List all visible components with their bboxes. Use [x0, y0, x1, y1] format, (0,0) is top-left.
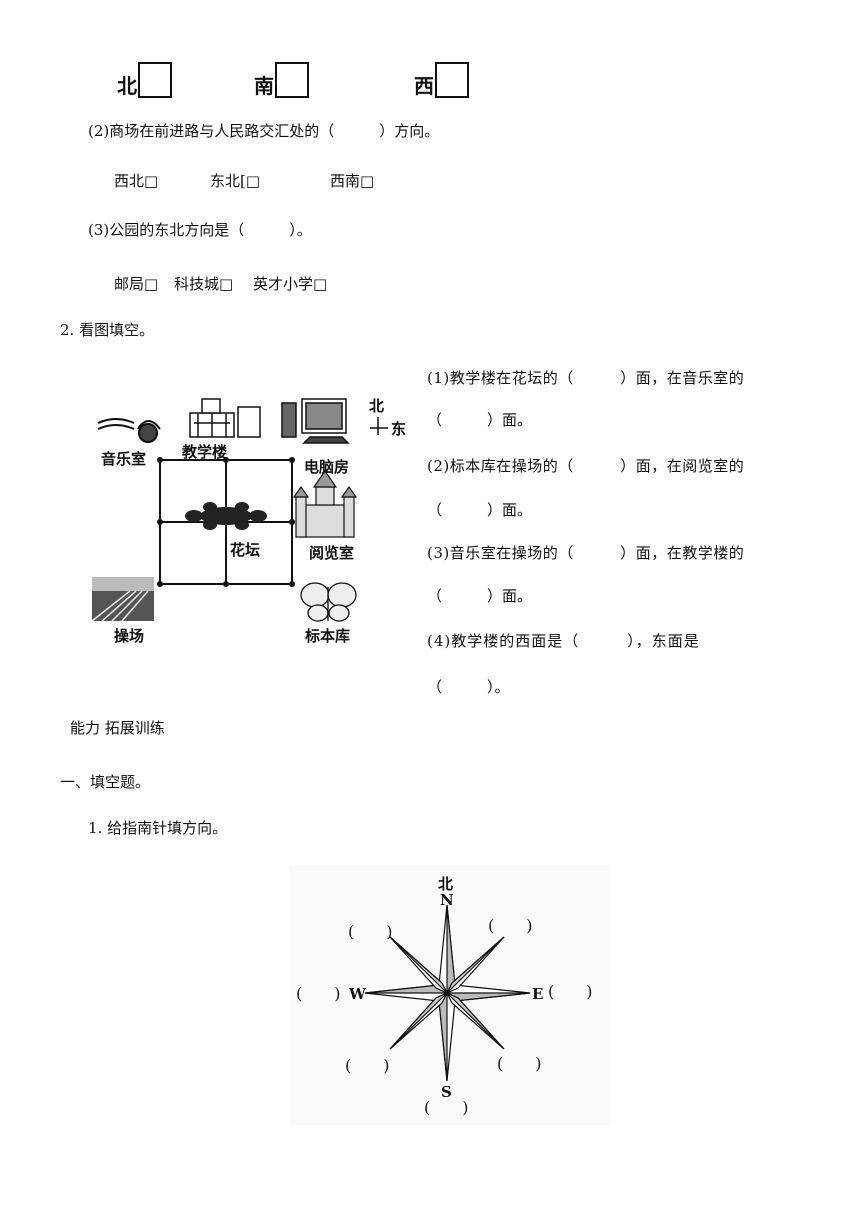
q3-option-3[interactable]: 英才小学□ — [253, 275, 328, 293]
s2-line-2: （ ）面。 — [427, 411, 533, 429]
q2-option-2[interactable]: 东北[□ — [210, 172, 261, 190]
q2-option-1[interactable]: 西北□ — [114, 172, 159, 190]
q2-option-3[interactable]: 西南□ — [330, 172, 375, 190]
s2-line-3: (2)标本库在操场的（ ）面，在阅览室的 — [427, 457, 745, 475]
answer-box-north[interactable] — [138, 62, 172, 98]
item-1-text: 1. 给指南针填方向。 — [88, 819, 228, 837]
section-fill-heading: 一、填空题。 — [60, 773, 151, 791]
answer-box-south[interactable] — [275, 62, 309, 98]
map-label-teaching: 教学楼 — [181, 443, 227, 461]
specimen-butterfly-icon — [300, 582, 357, 622]
reading-room-icon — [292, 469, 358, 538]
s2-line-6: （ ）面。 — [427, 587, 533, 605]
compass-star — [364, 904, 531, 1082]
s2-line-1: (1)教学楼在花坛的（ ）面，在音乐室的 — [427, 369, 745, 387]
map-label-specimen: 标本库 — [304, 627, 350, 645]
compass-s: S — [441, 1083, 452, 1101]
compass-blank-w[interactable]: ( ) — [296, 984, 341, 1003]
q3-option-1[interactable]: 邮局□ — [114, 275, 159, 293]
s2-line-5: (3)音乐室在操场的（ ）面，在教学楼的 — [427, 544, 745, 562]
map-compass-north: 北 — [369, 397, 384, 415]
compass-e: E — [532, 985, 543, 1003]
compass-w: W — [348, 985, 367, 1003]
map-label-reading: 阅览室 — [309, 544, 354, 562]
section-2-title: 2. 看图填空。 — [60, 321, 155, 339]
compass-blank-s[interactable]: ( ) — [424, 1098, 469, 1117]
label-west: 西 — [414, 74, 434, 98]
s2-line-7: (4)教学楼的西面是（ ），东面是 — [427, 632, 700, 650]
compass-n: N — [440, 891, 454, 909]
label-south: 南 — [254, 74, 274, 98]
playground-photo — [91, 577, 154, 622]
q3-option-2[interactable]: 科技城□ — [174, 275, 234, 293]
map-label-flower: 花坛 — [230, 541, 260, 559]
compass-blank-nw[interactable]: ( ) — [348, 922, 393, 941]
computer-icon — [281, 398, 350, 444]
s2-line-8: （ ）。 — [427, 678, 510, 696]
teaching-building-icon — [189, 398, 261, 438]
label-north: 北 — [117, 74, 137, 98]
compass-blank-ne[interactable]: ( ) — [488, 916, 533, 935]
map-label-playground: 操场 — [114, 627, 144, 645]
school-map-figure: 音乐室 教学楼 电脑房 花坛 阅览室 操场 标本库 北 东 — [91, 397, 406, 645]
answer-box-west[interactable] — [435, 62, 469, 98]
map-label-music: 音乐室 — [101, 450, 146, 468]
map-compass — [370, 417, 388, 435]
compass-blank-sw[interactable]: ( ) — [345, 1056, 390, 1075]
compass-north-cn: 北 — [438, 875, 453, 893]
music-room-icon — [97, 418, 161, 443]
flower-bed-icon — [185, 502, 267, 530]
q2-question: (2)商场在前进路与人民路交汇处的（ ）方向。 — [88, 122, 440, 140]
ability-heading: 能力 拓展训练 — [70, 719, 165, 737]
compass-blank-e[interactable]: ( ) — [548, 982, 593, 1001]
q3-question: (3)公园的东北方向是（ ）。 — [88, 221, 312, 239]
compass-rose-figure: 北 N S E W ( ) ( ) ( ) ( ) ( ) ( ) ( ) — [290, 865, 610, 1125]
s2-line-4: （ ）面。 — [427, 501, 533, 519]
map-compass-east: 东 — [391, 420, 406, 438]
compass-blank-se[interactable]: ( ) — [497, 1054, 542, 1073]
map-label-computer: 电脑房 — [304, 458, 349, 476]
